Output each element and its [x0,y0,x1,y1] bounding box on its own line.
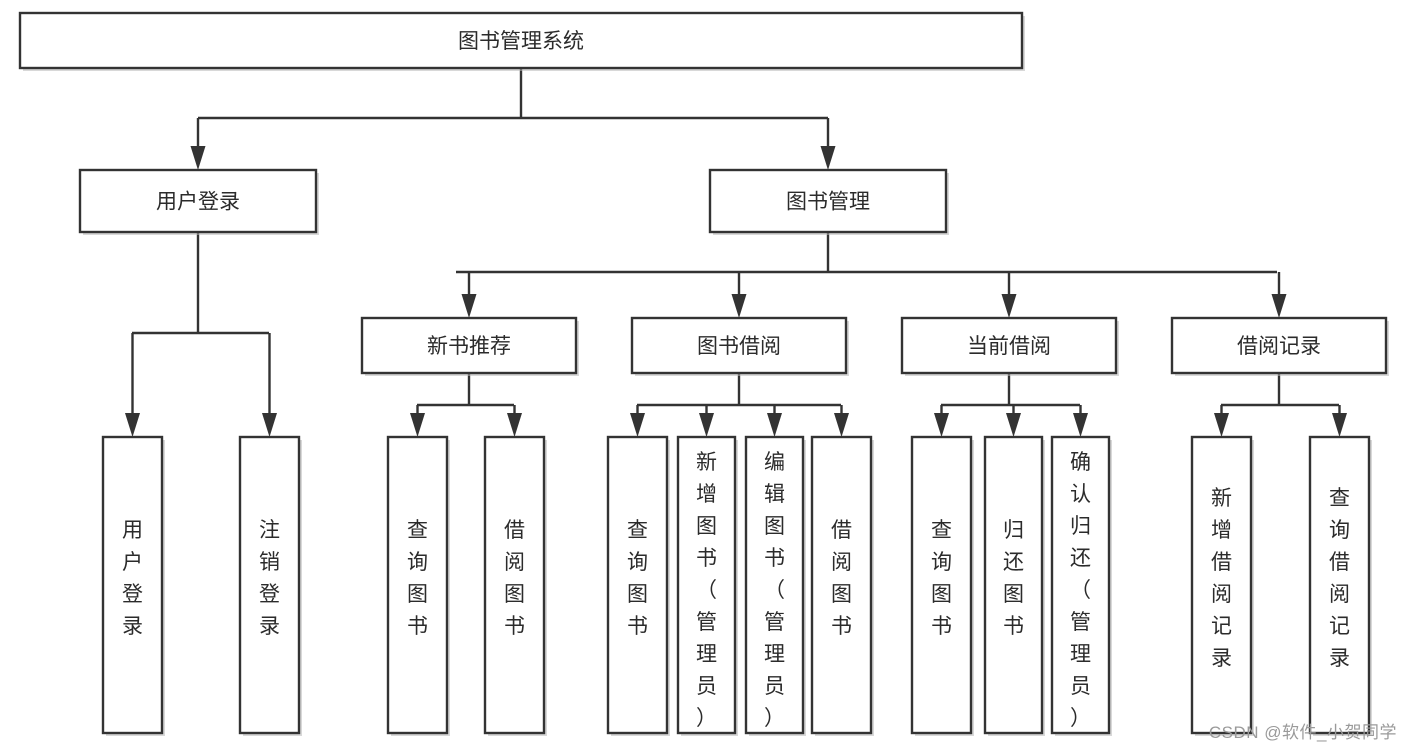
node-label: 图书管理 [786,191,870,214]
node-leaf-add-record[interactable]: 新增借阅记录 [1190,435,1254,736]
edge-current-borrow-to-leaf-query-book-cur [934,405,949,437]
node-leaf-query-book-rec[interactable]: 查询图书 [386,435,450,736]
connector-bus-book-borrow [637,373,841,407]
node-current-borrow[interactable]: 当前借阅 [900,316,1119,376]
node-leaf-add-book[interactable]: 新增图书（管理员） [676,435,738,736]
edge-borrow-record-to-leaf-query-record [1332,405,1347,437]
node-label: 当前借阅 [967,335,1051,358]
edge-book-manage-to-book-borrow [731,272,747,318]
edge-book-borrow-to-leaf-borrow-book [834,405,849,437]
connector-bus-root [198,68,828,120]
node-label: 用户登录 [122,519,143,638]
node-label: 借阅记录 [1237,335,1321,358]
node-label: 查询图书 [931,519,952,638]
edge-user-login-to-leaf-user-login [125,333,140,437]
node-box [1050,435,1111,735]
node-user-login[interactable]: 用户登录 [78,168,319,235]
node-label: 查询图书 [407,519,428,638]
node-leaf-borrow-book-rec[interactable]: 借阅图书 [483,435,547,736]
node-label: 编辑图书（管理员） [764,451,785,730]
node-leaf-query-record[interactable]: 查询借阅记录 [1308,435,1372,736]
node-box [810,435,873,735]
node-box [101,435,164,735]
node-leaf-user-logout[interactable]: 注销登录 [238,435,302,736]
connector-bus-current-borrow [941,373,1080,407]
node-box [606,435,669,735]
edge-current-borrow-to-leaf-confirm-return [1073,405,1088,437]
node-box [78,168,318,234]
node-box [744,435,805,735]
edge-book-manage-to-current-borrow [1001,272,1017,318]
node-root[interactable]: 图书管理系统 [18,11,1025,71]
node-box [238,435,301,735]
node-label: 图书借阅 [697,335,781,358]
edge-new-book-rec-to-leaf-query-book-rec [410,405,425,437]
connector-bus-book-manage [456,232,1277,274]
node-box [360,316,578,375]
node-book-manage[interactable]: 图书管理 [708,168,949,235]
connector-bus-user-login [132,232,269,335]
connector-bus-new-book-rec [417,373,514,407]
node-leaf-confirm-return[interactable]: 确认归还（管理员） [1050,435,1112,736]
edge-root-to-user-login [190,118,206,170]
node-leaf-query-book-borrow[interactable]: 查询图书 [606,435,670,736]
node-label: 归还图书 [1003,519,1024,638]
node-label: 确认归还（管理员） [1070,451,1091,730]
node-leaf-borrow-book[interactable]: 借阅图书 [810,435,874,736]
edge-book-borrow-to-leaf-add-book [699,405,714,437]
edge-new-book-rec-to-leaf-borrow-book-rec [507,405,522,437]
node-new-book-rec[interactable]: 新书推荐 [360,316,579,376]
node-box [630,316,848,375]
edge-book-borrow-to-leaf-query-book-borrow [630,405,645,437]
node-label: 查询图书 [627,519,648,638]
edge-user-login-to-leaf-user-logout [262,333,277,437]
connector-layer [125,68,1347,437]
node-leaf-edit-book[interactable]: 编辑图书（管理员） [744,435,806,736]
node-box [708,168,948,234]
node-label: 图书管理系统 [458,30,584,53]
node-borrow-record[interactable]: 借阅记录 [1170,316,1389,376]
edge-book-manage-to-borrow-record [1271,272,1287,318]
node-label: 借阅图书 [504,519,525,638]
node-leaf-query-book-cur[interactable]: 查询图书 [910,435,974,736]
node-box [386,435,449,735]
node-leaf-return-book[interactable]: 归还图书 [983,435,1045,736]
edge-current-borrow-to-leaf-return-book [1006,405,1021,437]
node-label: 新增图书（管理员） [696,451,717,730]
node-box [1308,435,1371,735]
connector-bus-borrow-record [1221,373,1339,407]
edge-book-borrow-to-leaf-edit-book [767,405,782,437]
node-leaf-user-login[interactable]: 用户登录 [101,435,165,736]
edge-root-to-book-manage [820,118,836,170]
node-layer: 图书管理系统用户登录图书管理新书推荐图书借阅当前借阅借阅记录用户登录注销登录查询… [18,11,1389,736]
node-label: 新书推荐 [427,335,511,358]
node-box [910,435,973,735]
node-box [18,11,1024,70]
node-box [1170,316,1388,375]
edge-book-manage-to-new-book-rec [461,272,477,318]
node-box [483,435,546,735]
node-label: 借阅图书 [831,519,852,638]
node-book-borrow[interactable]: 图书借阅 [630,316,849,376]
node-label: 注销登录 [259,519,280,638]
node-label: 用户登录 [156,191,240,214]
node-box [676,435,737,735]
node-label: 新增借阅记录 [1211,487,1232,670]
edge-borrow-record-to-leaf-add-record [1214,405,1229,437]
node-box [1190,435,1253,735]
node-box [983,435,1044,735]
node-label: 查询借阅记录 [1329,487,1350,670]
node-box [900,316,1118,375]
